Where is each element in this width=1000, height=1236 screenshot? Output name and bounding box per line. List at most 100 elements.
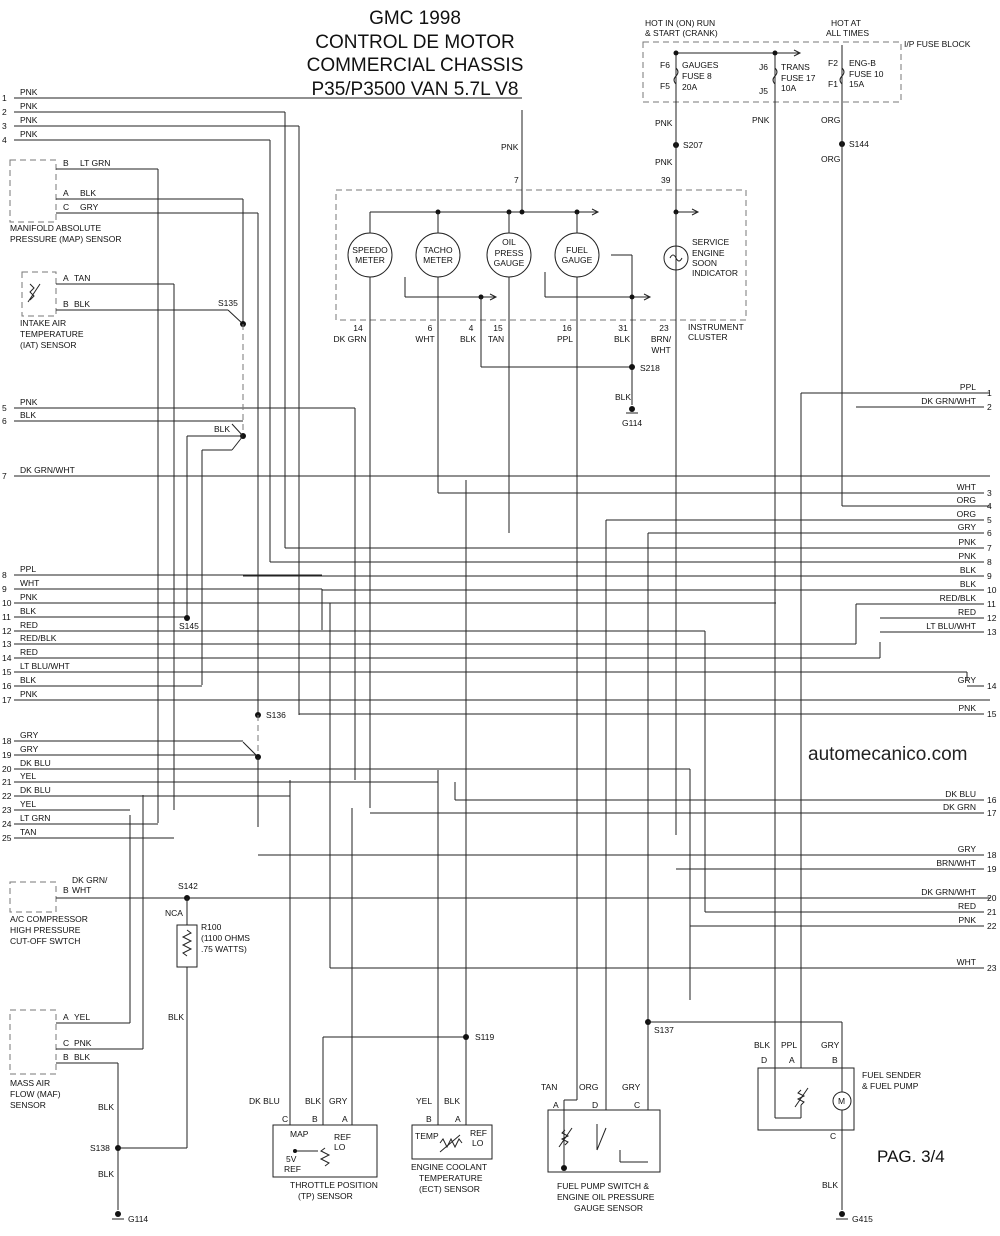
left-pin-number: 25 — [2, 833, 12, 843]
splice-s137-label: S137 — [654, 1025, 674, 1035]
ac-switch-name-3: CUT-OFF SWTCH — [10, 936, 80, 946]
cluster-pin-6: 6 — [428, 323, 433, 333]
right-pin-color: LT BLU/WHT — [926, 621, 976, 631]
left-pin-number: 4 — [2, 135, 7, 145]
map-sensor-name-1: MANIFOLD ABSOLUTE — [10, 223, 101, 233]
fuse-j5-label: J5 — [759, 86, 768, 96]
tp-pin-a-color: GRY — [329, 1096, 348, 1106]
left-pin-color: LT BLU/WHT — [20, 661, 70, 671]
right-pin-number: 6 — [987, 528, 992, 538]
left-pin-color: PNK — [20, 87, 38, 97]
fps-pin-c: C — [634, 1100, 640, 1110]
fsp-pin-a-color: PPL — [781, 1040, 797, 1050]
maf-pin-b-color: BLK — [74, 1052, 90, 1062]
left-pin-number: 21 — [2, 777, 12, 787]
right-pin-color: WHT — [957, 957, 976, 967]
maf-pin-a-color: YEL — [74, 1012, 90, 1022]
fps-name-3: GAUGE SENSOR — [574, 1203, 643, 1213]
fuse-hot-run-label-2: & START (CRANK) — [645, 28, 718, 38]
right-pin-color: DK GRN/WHT — [921, 396, 976, 406]
fuse-f5-label: F5 — [660, 81, 670, 91]
right-pin-number: 23 — [987, 963, 997, 973]
maf-pin-b: B — [63, 1052, 69, 1062]
fuse-block: HOT IN (ON) RUN & START (CRANK) HOT AT A… — [642, 18, 971, 140]
instrument-cluster: 7 39 SPEEDO METER TACHO METER OIL PRESS — [333, 110, 747, 355]
wire-label-blk-r100: BLK — [168, 1012, 184, 1022]
iat-name-3: (IAT) SENSOR — [20, 340, 77, 350]
left-pin-color: RED — [20, 620, 38, 630]
map-pin-b: B — [63, 158, 69, 168]
right-pin-color: RED — [958, 607, 976, 617]
left-pin-number: 18 — [2, 736, 12, 746]
cluster-pin-16-color: PPL — [557, 334, 573, 344]
splice-s136-label: S136 — [266, 710, 286, 720]
fps-name-1: FUEL PUMP SWITCH & — [557, 1181, 649, 1191]
left-pin-number: 11 — [2, 612, 11, 622]
cluster-pin-23-color-2: WHT — [651, 345, 670, 355]
left-pin-number: 6 — [2, 416, 7, 426]
ac-switch-name-2: HIGH PRESSURE — [10, 925, 81, 935]
iat-pin-b-color: BLK — [74, 299, 90, 309]
fuse-j6-label: J6 — [759, 62, 768, 72]
cluster-pin-31: 31 — [618, 323, 628, 333]
left-pin-color: RED/BLK — [20, 633, 57, 643]
ect-pin-b: B — [426, 1114, 432, 1124]
cluster-pin-6-color: WHT — [415, 334, 434, 344]
left-pin-color: PNK — [20, 115, 38, 125]
ground-g415-label: G415 — [852, 1214, 873, 1224]
left-pin-color: PNK — [20, 592, 38, 602]
wire-label-pnk-f5: PNK — [655, 118, 673, 128]
maf-pin-a: A — [63, 1012, 69, 1022]
fps-pin-c-color: GRY — [622, 1082, 641, 1092]
left-pin-number: 1 — [2, 93, 7, 103]
splice-s144-label: S144 — [849, 139, 869, 149]
right-pin-color: GRY — [958, 675, 977, 685]
title-line-3: COMMERCIAL CHASSIS — [307, 55, 524, 76]
left-pin-color: TAN — [20, 827, 36, 837]
right-pin-number: 4 — [987, 501, 992, 511]
speedo-label-1: SPEEDO — [352, 245, 388, 255]
left-pin-color: BLK — [20, 675, 36, 685]
cluster-name-2: CLUSTER — [688, 332, 728, 342]
right-pin-color: BRN/WHT — [936, 858, 976, 868]
oil-label-1: OIL — [502, 237, 516, 247]
left-pin-color: BLK — [20, 606, 36, 616]
map-sensor-name-2: PRESSURE (MAP) SENSOR — [10, 234, 121, 244]
fsp-name-1: FUEL SENDER — [862, 1070, 921, 1080]
maf-name-2: FLOW (MAF) — [10, 1089, 61, 1099]
resistor-r100: R100 (1100 OHMS .75 WATTS) BLK — [168, 922, 250, 1148]
fuel-sender-pump: BLK PPL GRY D A B C FUEL SENDER & FUEL P… — [754, 393, 921, 1224]
splice-s145-label: S145 — [179, 621, 199, 631]
left-pin-color: PNK — [20, 397, 38, 407]
ac-switch-color-1: DK GRN/ — [72, 875, 108, 885]
maf-pin-c: C — [63, 1038, 69, 1048]
wire-label-org-s144: ORG — [821, 154, 840, 164]
fuse-8-amps: 20A — [682, 82, 697, 92]
maf-sensor: MASS AIR FLOW (MAF) SENSOR A YEL C PNK B… — [9, 795, 187, 1224]
page-number: PAG. 3/4 — [877, 1147, 945, 1166]
right-pin-color: PNK — [959, 551, 977, 561]
right-pin-number: 3 — [987, 488, 992, 498]
cluster-pin-14-color: DK GRN — [333, 334, 366, 344]
title-line-4: P35/P3500 VAN 5.7L V8 — [311, 79, 518, 100]
ses-label-3: SOON — [692, 258, 717, 268]
right-pin-number: 8 — [987, 557, 992, 567]
ac-pressure-switch: A/C COMPRESSOR HIGH PRESSURE CUT-OFF SWT… — [9, 875, 990, 946]
ect-pin-a: A — [455, 1114, 461, 1124]
map-pin-a-color: BLK — [80, 188, 96, 198]
left-pin-color: PNK — [20, 129, 38, 139]
tp-refa-label: REF — [334, 1132, 351, 1142]
watermark: automecanico.com — [808, 744, 967, 765]
right-pin-number: 22 — [987, 921, 997, 931]
right-pin-number: 18 — [987, 850, 997, 860]
wire-label-blk-s135: BLK — [214, 424, 230, 434]
cluster-pin-14: 14 — [353, 323, 363, 333]
left-pin-color: PNK — [20, 689, 38, 699]
left-pin-color: YEL — [20, 799, 36, 809]
splice-s135-label: S135 — [218, 298, 238, 308]
left-pin-number: 16 — [2, 681, 12, 691]
right-pin-number: 9 — [987, 571, 992, 581]
resistor-ohms: (1100 OHMS — [201, 933, 250, 943]
wire-label-pnk-j5: PNK — [752, 115, 770, 125]
